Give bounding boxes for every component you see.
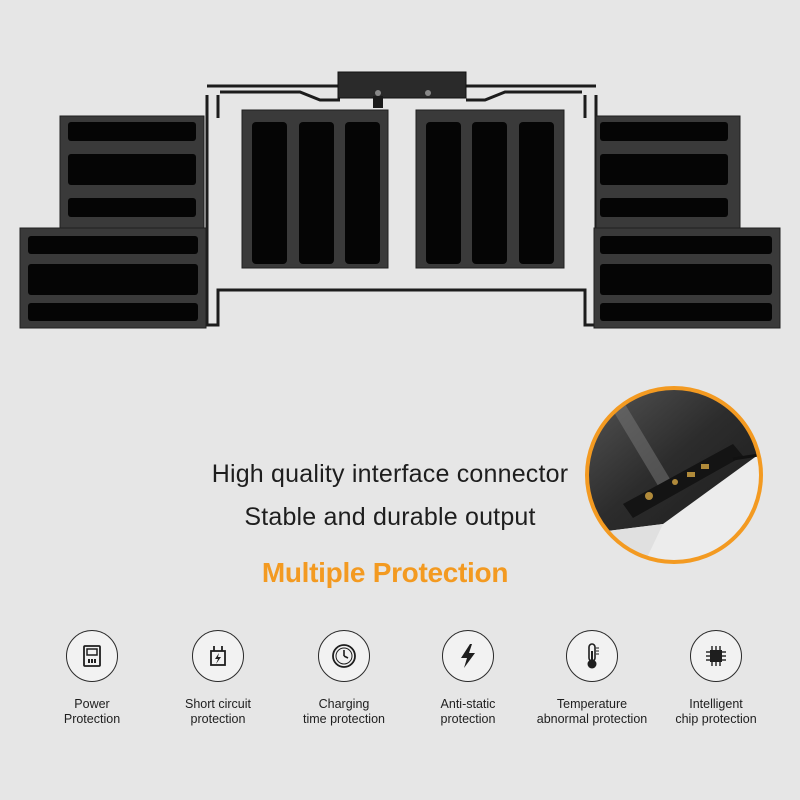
feature-label: Anti-static xyxy=(440,697,496,711)
feature-label: Power xyxy=(74,697,110,711)
feature-anti-static-protection: Anti-static protection xyxy=(406,630,530,727)
feature-label: chip protection xyxy=(675,712,757,726)
feature-label: time protection xyxy=(303,712,385,726)
feature-short-circuit-protection: Short circuit protection xyxy=(156,630,280,727)
feature-charging-time-protection: Charging time protection xyxy=(282,630,406,727)
feature-label: abnormal protection xyxy=(536,712,648,726)
clock-icon xyxy=(318,630,370,682)
feature-power-protection: Power Protection xyxy=(30,630,154,727)
connector-zoom-image xyxy=(585,386,763,564)
feature-label: Charging xyxy=(318,697,370,711)
feature-temperature-protection: Temperature abnormal protection xyxy=(530,630,654,727)
lightning-icon xyxy=(442,630,494,682)
protection-features: Power Protection Short circuit protectio… xyxy=(30,630,790,740)
feature-chip-protection: Intelligent chip protection xyxy=(654,630,778,727)
feature-label: protection xyxy=(440,712,496,726)
thermometer-icon xyxy=(566,630,618,682)
feature-label: Short circuit xyxy=(185,697,251,711)
power-meter-icon xyxy=(66,630,118,682)
battery-pack-illustration xyxy=(19,71,781,329)
feature-line-connector: High quality interface connector xyxy=(211,460,569,488)
feature-label: Temperature xyxy=(556,697,628,711)
feature-line-output: Stable and durable output xyxy=(244,503,536,531)
feature-label: Protection xyxy=(63,712,121,726)
feature-label: Intelligent xyxy=(689,697,743,711)
chip-icon xyxy=(690,630,742,682)
short-circuit-icon xyxy=(192,630,244,682)
multiple-protection-heading: Multiple Protection xyxy=(261,557,509,588)
feature-label: protection xyxy=(190,712,246,726)
